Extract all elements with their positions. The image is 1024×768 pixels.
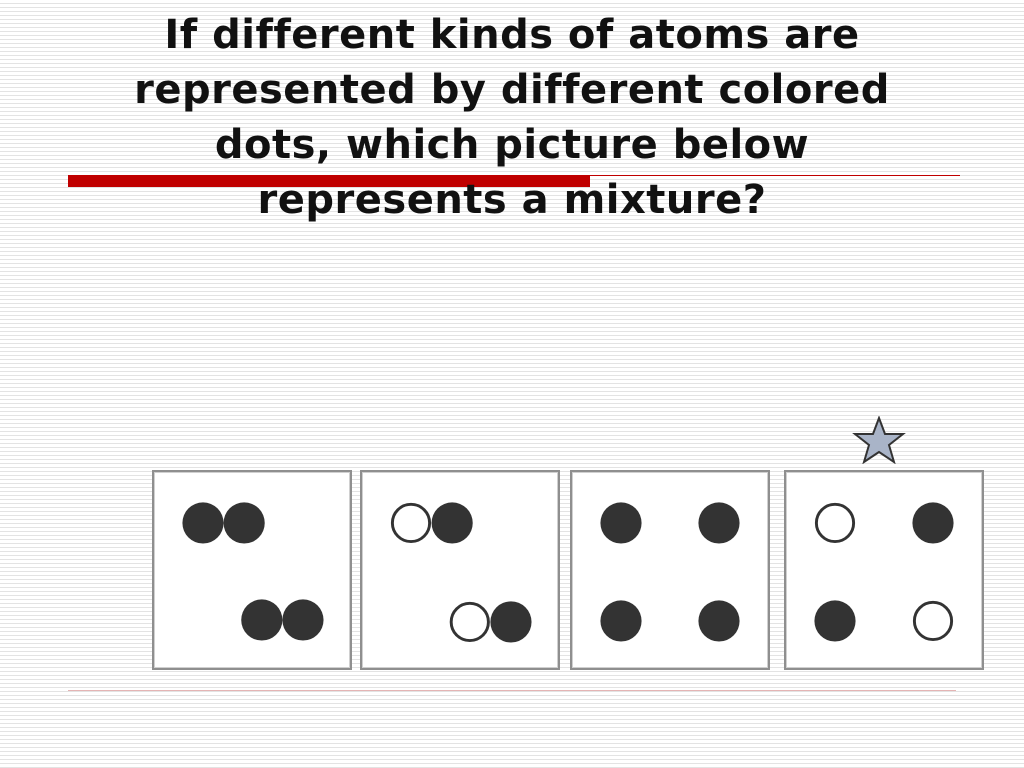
filled-atom xyxy=(600,600,642,642)
filled-atom xyxy=(223,502,265,544)
star-icon xyxy=(852,416,906,464)
answer-option-3[interactable] xyxy=(570,470,770,670)
answer-option-4[interactable] xyxy=(784,470,984,670)
answer-option-2[interactable] xyxy=(360,470,560,670)
filled-atom xyxy=(282,599,324,641)
title-underline-thin-rule xyxy=(590,175,960,176)
title-underline-red-bar xyxy=(68,175,590,187)
filled-atom xyxy=(182,502,224,544)
filled-atom xyxy=(490,601,532,643)
filled-atom xyxy=(698,600,740,642)
open-atom xyxy=(814,502,856,544)
filled-atom xyxy=(431,502,473,544)
filled-atom xyxy=(241,599,283,641)
option-1-diagram xyxy=(182,502,324,641)
open-atom xyxy=(449,601,490,643)
filled-atom xyxy=(600,502,642,544)
filled-atom xyxy=(912,502,954,544)
filled-atom xyxy=(814,600,856,642)
option-3-diagram xyxy=(600,502,740,642)
answer-option-1[interactable] xyxy=(152,470,352,670)
slide-title: If different kinds of atoms are represen… xyxy=(134,12,890,223)
option-2-diagram xyxy=(390,502,532,643)
open-atom xyxy=(912,600,954,642)
footer-rule xyxy=(68,690,956,691)
option-4-diagram xyxy=(814,502,954,642)
open-atom xyxy=(390,502,432,544)
filled-atom xyxy=(698,502,740,544)
star-shape xyxy=(852,416,906,464)
